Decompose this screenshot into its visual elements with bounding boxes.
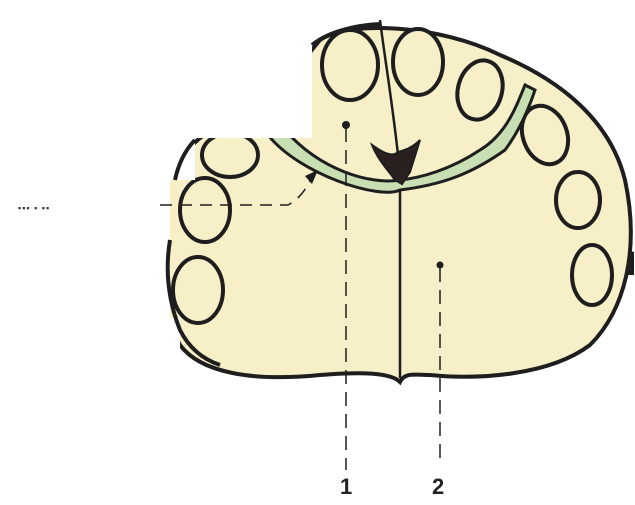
tooth-9 bbox=[173, 257, 223, 323]
edge-mark bbox=[628, 250, 634, 275]
label-2: 2 bbox=[432, 474, 444, 500]
pointer-dot-1 bbox=[342, 121, 350, 129]
side-label: ▪▪▪ ▪ ▪▪ bbox=[18, 203, 50, 213]
paste-rect-1 bbox=[0, 0, 312, 138]
pointer-dot-2 bbox=[437, 262, 444, 269]
label-1: 1 bbox=[340, 474, 352, 500]
tooth-1 bbox=[322, 30, 378, 100]
tooth-8 bbox=[180, 178, 230, 242]
tooth-7 bbox=[202, 133, 258, 177]
paste-rect-4 bbox=[0, 318, 180, 418]
tooth-6 bbox=[572, 245, 612, 305]
tooth-5 bbox=[556, 172, 600, 228]
paste-rect-3 bbox=[0, 178, 170, 318]
tooth-2 bbox=[393, 29, 443, 95]
paste-rect-2 bbox=[0, 135, 195, 180]
